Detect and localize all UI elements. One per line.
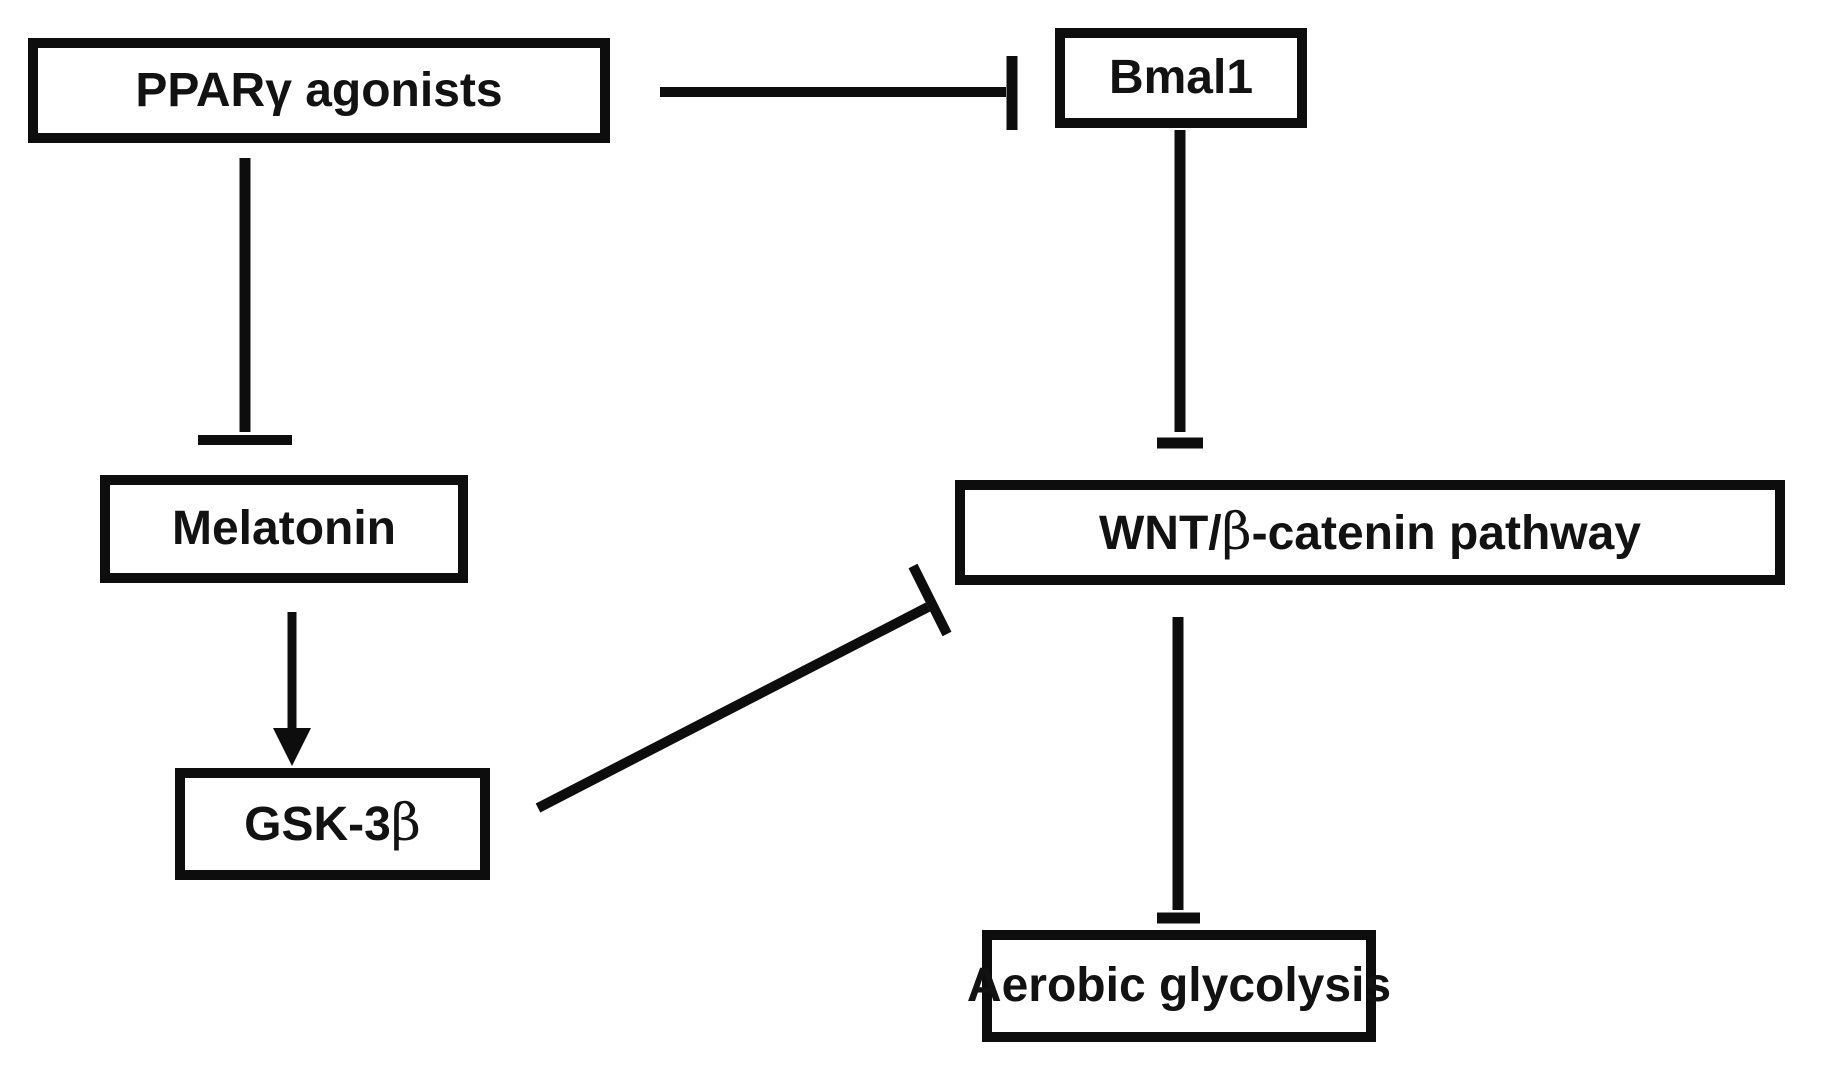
arrowhead (273, 728, 311, 766)
node-label-text: GSK-3 (244, 798, 391, 852)
node-label: PPARγ agonists (135, 63, 503, 117)
edge-line (535, 602, 931, 813)
beta-glyph: β (1221, 501, 1252, 562)
node-label-text: -catenin pathway (1251, 506, 1641, 560)
node-label: GSK-3β (244, 797, 421, 852)
node-label-text: WNT/ (1098, 506, 1222, 560)
edge-wnt-to-aerobic-inhibition (1157, 617, 1200, 924)
node-label: Bmal1 (1108, 51, 1254, 104)
edge-gsk3b-to-wnt-inhibition (535, 563, 952, 813)
node-melatonin: Melatonin (100, 475, 468, 583)
edge-melatonin-to-gsk3b-arrow (273, 612, 311, 766)
node-label: Melatonin (172, 502, 396, 555)
node-aerobic-glycolysis: Aerobic glycolysis (967, 930, 1391, 1042)
beta-glyph: β (390, 793, 421, 854)
node-ppar-agonists: PPARγ agonists (28, 38, 610, 143)
node-bmal1: Bmal1 (1055, 28, 1307, 128)
inhibition-bar (908, 563, 952, 637)
edge-ppar-to-bmal1-inhibition (660, 56, 1018, 130)
node-label: Aerobic glycolysis (966, 959, 1392, 1012)
node-wnt-pathway: WNT/β-catenin pathway (955, 480, 1785, 585)
node-gsk3b: GSK-3β (175, 768, 490, 880)
edge-ppar-to-melatonin-inhibition (198, 158, 292, 445)
node-label: WNT/β-catenin pathway (1098, 506, 1641, 560)
edge-bmal1-to-wnt-inhibition (1157, 130, 1203, 449)
